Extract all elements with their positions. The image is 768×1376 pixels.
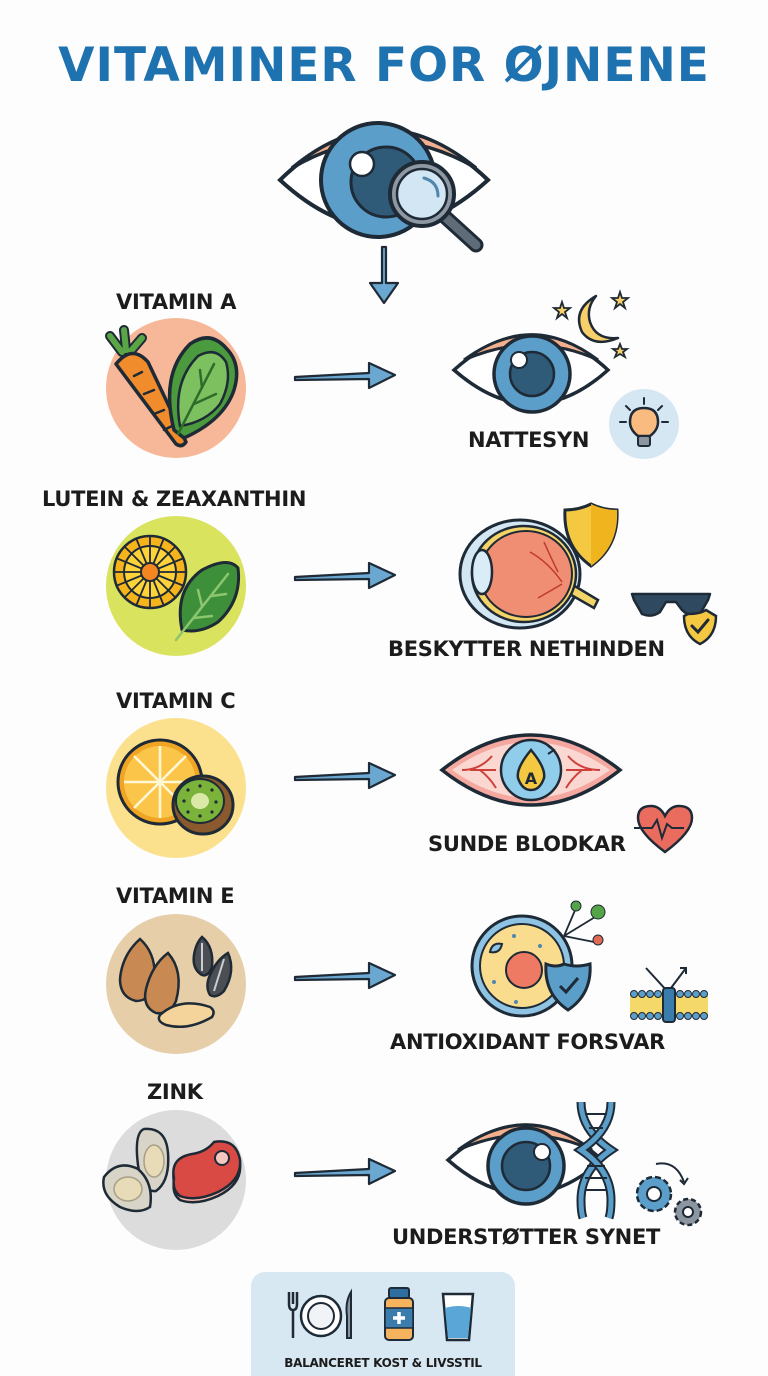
eye-icon <box>451 320 612 420</box>
nutrient-label-vitamin-a: VITAMIN A <box>116 290 237 314</box>
page-title: VITAMINER FOR ØJNENE <box>58 38 710 93</box>
marigold-flower-icon <box>112 534 188 610</box>
water-glass-icon <box>441 1292 475 1342</box>
moon-stars-icon <box>548 289 633 360</box>
arrow-right-icon <box>293 960 398 992</box>
arrow-right-icon <box>293 1156 398 1188</box>
spinach-leaf-icon <box>172 560 242 642</box>
sunglasses-shield-icon <box>630 586 720 646</box>
lightbulb-icon <box>608 388 680 460</box>
nutrient-label-zink: ZINK <box>147 1080 203 1104</box>
benefit-label-antioxidant-forsvar: ANTIOXIDANT FORSVAR <box>390 1030 666 1054</box>
heart-pulse-icon <box>634 802 696 856</box>
nutrient-label-lutein: LUTEIN & ZEAXANTHIN <box>42 487 307 511</box>
arrow-right-icon <box>293 360 398 392</box>
carrot-icon <box>104 325 194 450</box>
benefit-label-sunde-blodkar: SUNDE BLODKAR <box>428 832 626 856</box>
footer-label: BALANCERET KOST & LIVSSTIL <box>284 1356 482 1370</box>
sunflower-seeds-icon <box>188 935 238 1005</box>
shield-icon <box>563 502 619 568</box>
lettuce-icon <box>160 334 240 444</box>
nutrient-label-vitamin-e: VITAMIN E <box>116 884 235 908</box>
kiwi-icon <box>170 772 236 838</box>
nutrient-label-vitamin-c: VITAMIN C <box>116 689 236 713</box>
arrow-right-icon <box>293 560 398 592</box>
arrow-down-icon <box>368 245 400 307</box>
benefit-label-nattesyn: NATTESYN <box>468 428 590 452</box>
plate-cutlery-icon <box>285 1288 357 1342</box>
almonds-icon <box>116 935 226 1035</box>
eye-with-magnifier-icon <box>277 110 493 255</box>
oysters-icon <box>98 1125 178 1217</box>
footer-panel: BALANCERET KOST & LIVSSTIL <box>251 1272 515 1376</box>
vitamin-drop-label: A <box>525 769 538 788</box>
cell-membrane-icon <box>628 962 710 1024</box>
benefit-label-understotter-synet: UNDERSTØTTER SYNET <box>392 1225 661 1249</box>
eye-blood-vessels-icon: A <box>439 720 623 820</box>
eyeball-cross-section-icon <box>458 512 603 632</box>
arrow-right-icon <box>293 760 398 792</box>
steak-icon <box>166 1140 244 1208</box>
gears-icon <box>632 1160 712 1232</box>
cell-shield-icon <box>470 912 600 1022</box>
benefit-label-beskytter-nethinden: BESKYTTER NETHINDEN <box>388 637 665 661</box>
dna-icon <box>572 1100 620 1220</box>
free-radicals-icon <box>560 900 610 950</box>
supplement-bottle-icon <box>383 1286 415 1342</box>
